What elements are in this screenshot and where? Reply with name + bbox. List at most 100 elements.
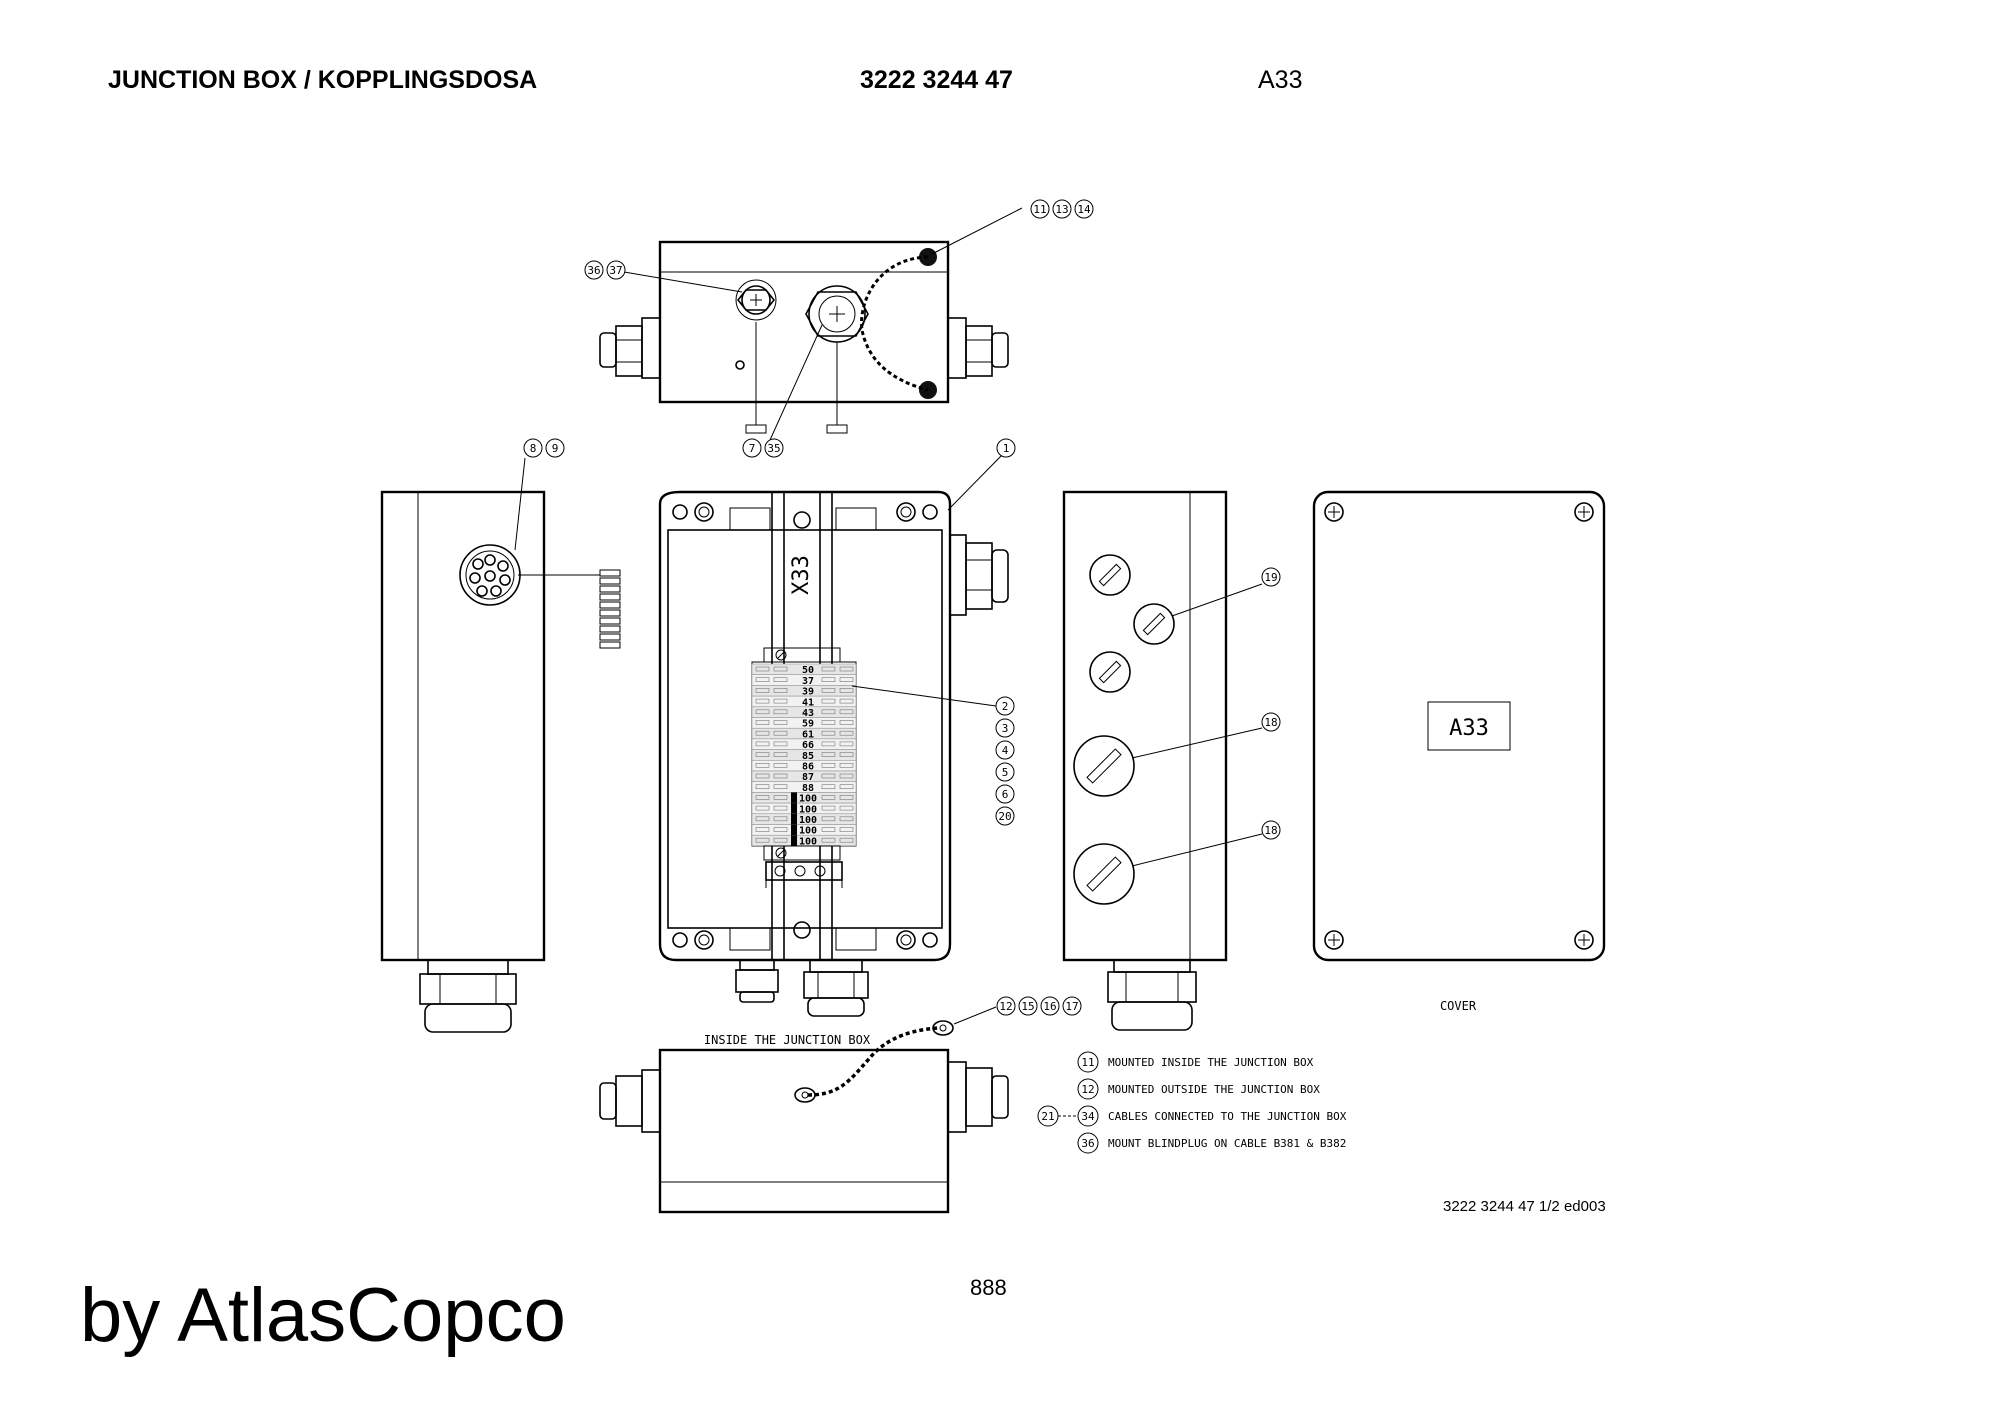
breather-fitting	[735, 279, 777, 434]
callout-5: 5	[1002, 766, 1009, 779]
terminal-row: 100	[751, 834, 857, 847]
terminal-row: 100	[751, 824, 857, 837]
terminal-row: 50	[751, 663, 857, 676]
blind-plug-large-2	[1073, 843, 1135, 905]
front-view-inside: X33 503739414359616685868788100100100100…	[658, 454, 1009, 1017]
terminal-row: 39	[751, 685, 857, 698]
terminal-row: 100	[751, 792, 857, 805]
terminal-number: 86	[802, 762, 814, 773]
legend: 11 MOUNTED INSIDE THE JUNCTION BOX 12 MO…	[1037, 1051, 1347, 1154]
cover-view: A33 COVER	[1312, 490, 1606, 1013]
callout-20: 20	[998, 810, 1011, 823]
terminal-row: 43	[751, 706, 857, 719]
cable-entry-fitting	[805, 285, 869, 434]
terminal-row: 66	[751, 738, 857, 751]
terminal-number: 100	[799, 815, 817, 826]
legend-text-4: MOUNT BLINDPLUG ON CABLE B381 & B382	[1108, 1137, 1346, 1150]
terminal-number: 50	[802, 665, 814, 676]
sheet-code: A33	[1258, 66, 1303, 94]
right-side-view	[1062, 490, 1263, 1031]
callout-36: 36	[587, 264, 600, 277]
terminal-number: 85	[802, 751, 814, 762]
terminal-number: 61	[802, 729, 814, 740]
legend-id-2: 12	[1081, 1083, 1094, 1096]
callout-16: 16	[1043, 1000, 1056, 1013]
cable-gland-right	[947, 317, 1009, 379]
multi-pin-connector	[459, 544, 621, 649]
front-gland-bottom-small	[735, 959, 779, 1003]
drawing-reference: 3222 3244 47 1/2 ed003	[1443, 1198, 1606, 1215]
callout-13: 13	[1055, 203, 1068, 216]
blind-plug-chain	[860, 248, 937, 399]
terminal-number: 66	[802, 740, 814, 751]
callout-14: 14	[1077, 203, 1091, 216]
page-number: 888	[970, 1275, 1007, 1300]
terminal-row: 87	[751, 770, 857, 783]
terminal-number: 41	[802, 697, 814, 708]
terminal-number: 100	[799, 836, 817, 847]
callout-12: 12	[999, 1000, 1012, 1013]
legend-text-3: CABLES CONNECTED TO THE JUNCTION BOX	[1108, 1110, 1347, 1123]
terminal-number: 87	[802, 772, 814, 783]
terminal-number: 100	[799, 794, 817, 805]
legend-text-1: MOUNTED INSIDE THE JUNCTION BOX	[1108, 1056, 1314, 1069]
terminal-row: 100	[751, 802, 857, 815]
callout-9: 9	[552, 442, 559, 455]
cover-caption: COVER	[1440, 999, 1477, 1013]
brand-watermark: by AtlasCopco	[80, 1273, 566, 1358]
callout-17: 17	[1065, 1000, 1078, 1013]
callout-7: 7	[749, 442, 756, 455]
terminal-row: 61	[751, 727, 857, 740]
front-gland-right	[949, 534, 1009, 616]
callout-37: 37	[609, 264, 622, 277]
terminal-number: 37	[802, 676, 814, 687]
terminal-number: 59	[802, 719, 814, 730]
callout-4: 4	[1002, 744, 1009, 757]
left-side-view	[380, 457, 621, 1033]
callout-15: 15	[1021, 1000, 1034, 1013]
legend-id-1: 11	[1081, 1056, 1094, 1069]
document-title: JUNCTION BOX / KOPPLINGSDOSA	[108, 66, 538, 94]
terminal-number: 88	[802, 783, 814, 794]
callout-11: 11	[1033, 203, 1046, 216]
callout-1: 1	[1003, 442, 1010, 455]
callout-6: 6	[1002, 788, 1009, 801]
terminal-number: 100	[799, 804, 817, 815]
part-number: 3222 3244 47	[860, 66, 1013, 94]
terminal-row: 100	[751, 813, 857, 826]
terminal-block-label: X33	[789, 555, 814, 595]
bottom-view-gland-right	[947, 1061, 1009, 1133]
cover-label: A33	[1449, 716, 1489, 741]
terminal-number: 39	[802, 687, 814, 698]
terminal-row: 88	[751, 781, 857, 794]
callout-3: 3	[1002, 722, 1009, 735]
earth-wire	[794, 1020, 954, 1103]
callout-19: 19	[1264, 571, 1277, 584]
blind-plug-small-2	[1133, 603, 1175, 645]
inside-caption: INSIDE THE JUNCTION BOX	[704, 1033, 871, 1047]
top-view	[599, 207, 1023, 441]
blind-plug-small-1	[1089, 554, 1131, 596]
callout-2: 2	[1002, 700, 1009, 713]
terminal-row: 59	[751, 717, 857, 730]
blind-plug-small-3	[1089, 651, 1131, 693]
legend-start-3: 21	[1041, 1110, 1054, 1123]
bottom-view: INSIDE THE JUNCTION BOX	[599, 1006, 1009, 1214]
right-view-bottom-gland	[1107, 959, 1197, 1031]
callout-18-lower: 18	[1264, 824, 1277, 837]
cable-gland-left	[599, 317, 661, 379]
bottom-view-gland-left	[599, 1069, 661, 1133]
callout-35: 35	[767, 442, 780, 455]
terminal-row: 37	[751, 674, 857, 687]
callouts: 11 13 14 36 37 7 35 8 9 1 2 3 4 5 6 20 1…	[523, 199, 1281, 1016]
terminal-row: 41	[751, 695, 857, 708]
legend-id-3: 34	[1081, 1110, 1095, 1123]
front-gland-bottom-large	[803, 959, 869, 1017]
terminal-number: 100	[799, 826, 817, 837]
terminal-row: 85	[751, 749, 857, 762]
legend-text-2: MOUNTED OUTSIDE THE JUNCTION BOX	[1108, 1083, 1320, 1096]
terminal-number: 43	[802, 708, 814, 719]
